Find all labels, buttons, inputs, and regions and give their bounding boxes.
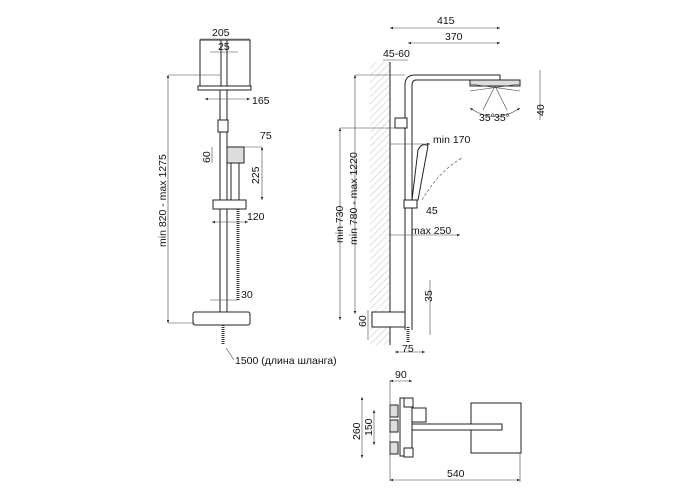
dim-mixer-depth: 75: [402, 343, 414, 355]
top-inlet-upper: [389, 404, 399, 418]
wall-bracket: [394, 117, 408, 129]
side-mixer: [371, 311, 406, 328]
diverter: [217, 119, 229, 133]
dim-pipe-offset: 30: [241, 289, 253, 301]
dim-mixer-width: 260: [351, 422, 363, 440]
top-bracket-lower: [403, 447, 414, 458]
dim-arm-length: 370: [445, 31, 463, 43]
dim-tilt-right: 35°: [494, 112, 510, 124]
shower-arm: [220, 39, 228, 87]
dim-head-offset: 165: [252, 95, 270, 107]
hand-shower-handle: [230, 162, 240, 204]
front-view: 205 25 165 75 60 225 120 30 min 820 - ma…: [157, 27, 337, 367]
top-view: 90 260 150 540: [351, 369, 522, 482]
top-diverter: [411, 407, 427, 423]
wall-hatch: [370, 62, 390, 345]
dim-hand-shower-length: 225: [250, 166, 262, 184]
dim-bracket-min-height: min 730: [334, 205, 346, 243]
side-slide-holder: [403, 199, 418, 209]
dim-head-height: 40: [535, 104, 547, 116]
dim-wall-distance: 45-60: [383, 48, 410, 60]
dim-hand-shower-size: 75: [260, 130, 272, 142]
shower-head-plate: [197, 85, 252, 91]
thermostatic-mixer: [192, 311, 251, 326]
top-arm: [404, 423, 503, 431]
dim-head-height-range: min 780 - max 1220: [348, 152, 360, 245]
riser-and-arm: [404, 74, 501, 330]
dim-holder-offset: 120: [247, 211, 265, 223]
dim-hose-length: 1500 (длина шланга): [235, 355, 337, 367]
dim-mixer-height: 60: [357, 315, 369, 327]
dim-top-depth: 90: [395, 369, 407, 381]
dim-hand-shower-width: 60: [201, 151, 213, 163]
dim-hand-min-reach: min 170: [433, 134, 471, 146]
dim-arm-length-total: 415: [437, 15, 455, 27]
dim-hand-max-reach: max 250: [411, 225, 451, 237]
slide-holder: [212, 199, 247, 210]
hand-shower-head: [226, 146, 245, 164]
dim-inlet-spacing: 150: [363, 418, 375, 436]
dim-head-size: 205: [212, 27, 230, 39]
dim-holder-angle: 45: [426, 205, 438, 217]
top-inlet-middle: [389, 419, 399, 433]
top-inlet-lower: [389, 441, 399, 455]
side-hand-shower: [411, 144, 429, 201]
dim-arm-diameter: 25: [218, 41, 230, 53]
dim-height-range: min 820 - max 1275: [157, 154, 169, 247]
dim-mixer-offset: 35: [423, 290, 435, 302]
dim-tilt-left: 35°: [479, 112, 495, 124]
top-bracket-upper: [403, 397, 414, 408]
side-view: 415 370 45-60 40 35° 35° min 170 45 max …: [334, 15, 547, 355]
dim-total-projection: 540: [447, 468, 465, 480]
